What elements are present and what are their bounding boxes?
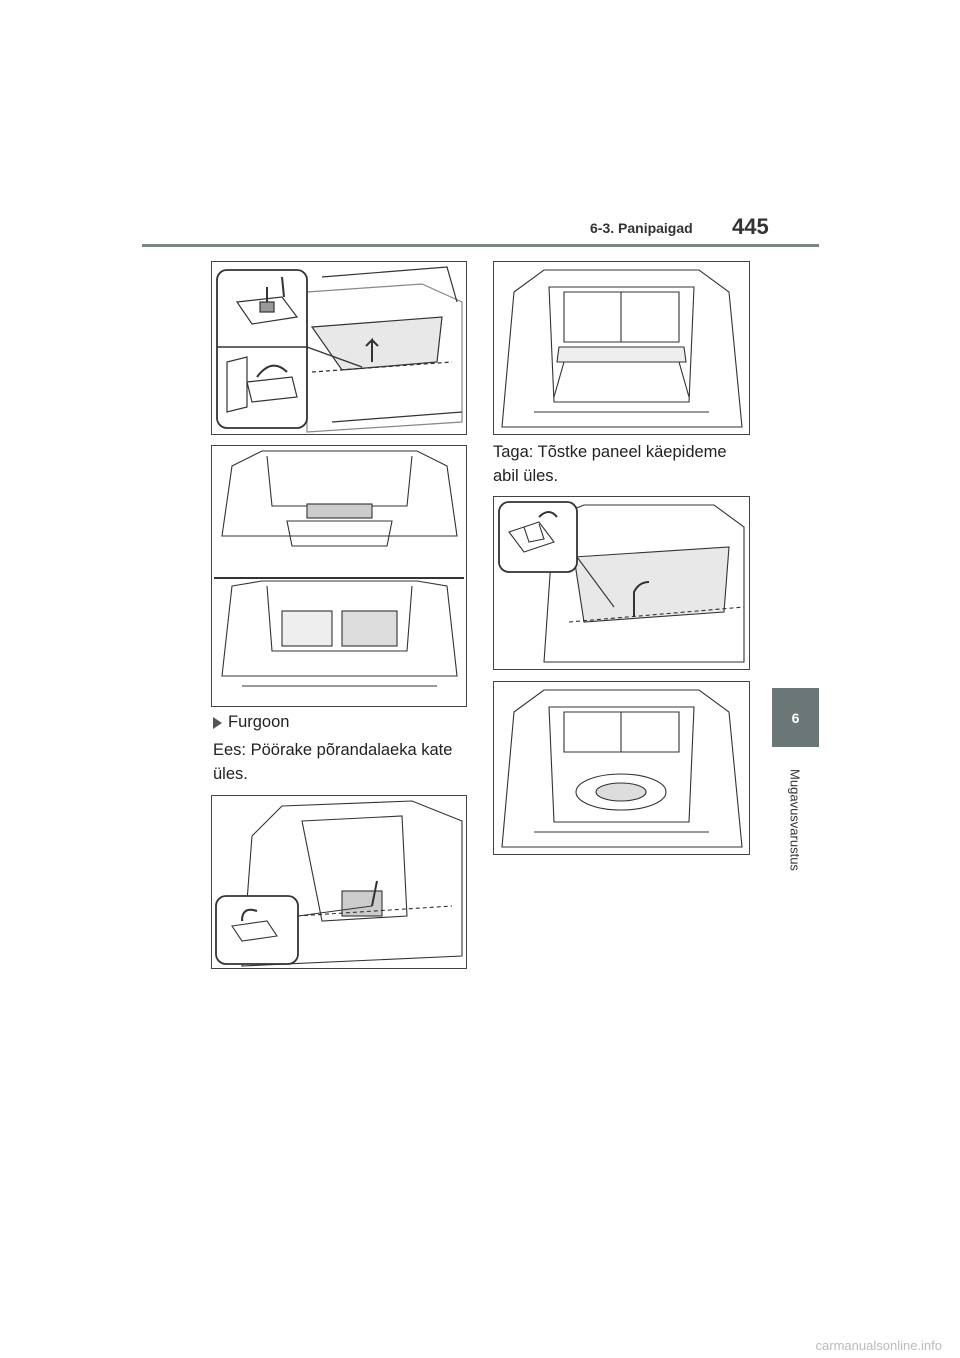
chapter-label: Mugavusvarustus	[787, 769, 803, 871]
figure-hatchback-underfloor-storage	[211, 445, 467, 707]
section-title: 6-3. Panipaigad	[590, 220, 693, 236]
header-rule	[142, 244, 819, 247]
bullet-arrow-icon	[213, 716, 222, 729]
chapter-number: 6	[791, 709, 800, 726]
paragraph-ees: Ees: Pöörake põrandalaeka kate üles.	[213, 741, 453, 783]
figure-wagon-rear-panel-lift	[493, 496, 750, 670]
figure-wagon-spare-tire-well	[493, 681, 750, 855]
bullet-furgoon: Furgoon	[213, 710, 289, 734]
page-number: 445	[732, 214, 769, 239]
figure-wagon-front-floor-cover	[211, 795, 467, 969]
figure-hatchback-deck-board-lift	[211, 261, 467, 435]
chapter-tab: 6	[772, 688, 819, 747]
figure-wagon-luggage-area	[493, 261, 750, 435]
watermark: carmanualsonline.info	[815, 1338, 942, 1353]
paragraph-taga: Taga: Tõstke paneel käepideme abil üles.	[493, 443, 727, 485]
